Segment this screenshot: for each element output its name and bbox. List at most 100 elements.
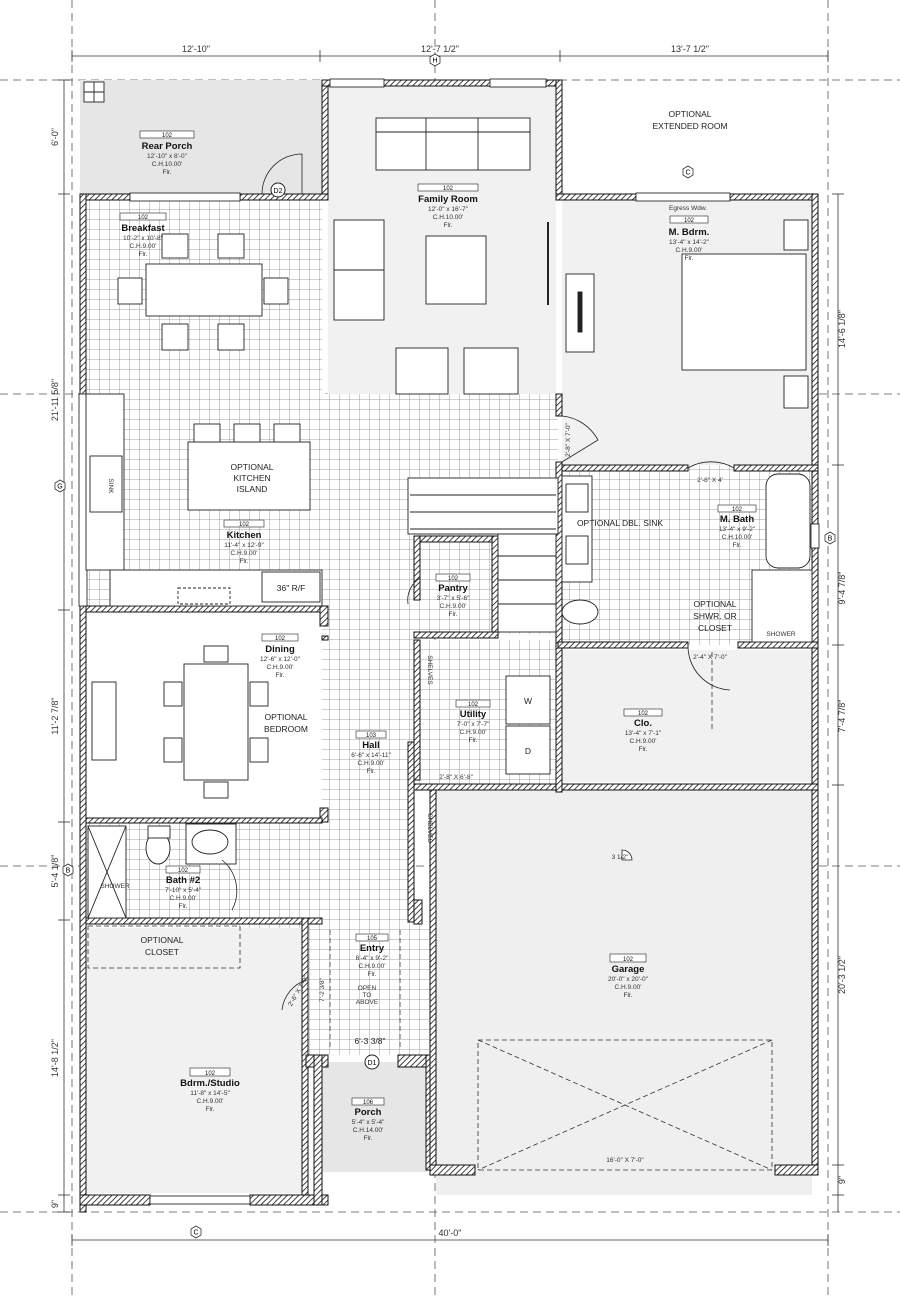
room-garage: 102 Garage 20'-0" x 20'-0" C.H.9.00' Flr… xyxy=(608,953,649,999)
dim-top-2: 12'-7 1/2" xyxy=(421,44,459,54)
doors xyxy=(221,153,735,1011)
svg-text:102: 102 xyxy=(205,1071,216,1077)
room-utility: 102 Utility 7'-0" x 7'-7" C.H.9.00' Flr. xyxy=(455,699,491,744)
svg-text:102: 102 xyxy=(178,868,189,874)
dim-left-4: 5'-4 1/8" xyxy=(50,855,60,888)
dim-top-3: 13'-7 1/2" xyxy=(671,44,709,54)
svg-text:102: 102 xyxy=(732,507,743,513)
hall-tile xyxy=(322,634,414,924)
dimension-lines xyxy=(58,50,844,1246)
svg-text:Flr.: Flr. xyxy=(366,768,375,775)
svg-text:10'-2" x 10'-8": 10'-2" x 10'-8" xyxy=(123,235,164,242)
svg-text:Family Room: Family Room xyxy=(418,194,478,205)
dim-left-3: 11'-2 7/8" xyxy=(50,697,60,734)
svg-text:Flr.: Flr. xyxy=(363,1135,372,1142)
dim-left-2: 21'-11 5/8" xyxy=(50,379,60,421)
open-note-2: TO xyxy=(363,992,372,999)
svg-text:12'-10" x 8'-0": 12'-10" x 8'-0" xyxy=(147,153,188,160)
svg-text:Garage: Garage xyxy=(612,964,645,975)
opt-bed-note-1: OPTIONAL xyxy=(265,712,308,722)
svg-text:C.H.9.00': C.H.9.00' xyxy=(170,895,197,902)
svg-text:Bdrm./Studio: Bdrm./Studio xyxy=(180,1078,240,1089)
svg-text:Flr.: Flr. xyxy=(468,737,477,744)
svg-text:102: 102 xyxy=(684,218,695,224)
room-porch: 106 Porch 5'-4" x 5'-4" C.H.14.00' Flr. xyxy=(352,1097,385,1142)
room-labels: 102 Rear Porch 12'-10" x 8'-0" C.H.10.00… xyxy=(119,130,757,1142)
svg-text:C: C xyxy=(193,1230,198,1237)
svg-text:20'-0" x 20'-0": 20'-0" x 20'-0" xyxy=(608,976,649,983)
svg-text:Flr.: Flr. xyxy=(443,222,452,229)
svg-text:105: 105 xyxy=(367,936,378,942)
svg-text:102: 102 xyxy=(275,636,286,642)
shwr-note-3: CLOSET xyxy=(698,623,732,633)
svg-text:G: G xyxy=(57,484,62,491)
dim-left-5: 14'-8 1/2" xyxy=(50,1039,60,1077)
svg-text:3'-7" x 5'-6": 3'-7" x 5'-6" xyxy=(437,595,470,602)
bedroom-floor xyxy=(86,928,306,1193)
room-entry: 105 Entry 6'-4" x 9'-2" C.H.9.00' Flr. xyxy=(356,933,389,978)
svg-text:102: 102 xyxy=(138,215,149,221)
dim-right-1: 14'-6 1/8" xyxy=(837,310,847,348)
svg-text:Utility: Utility xyxy=(460,709,487,720)
open-note-1: OPEN xyxy=(358,985,377,992)
svg-text:12'-6" x 12'-0": 12'-6" x 12'-0" xyxy=(260,656,301,663)
svg-text:C.H.9.00': C.H.9.00' xyxy=(440,603,467,610)
svg-text:Flr.: Flr. xyxy=(205,1106,214,1113)
svg-text:102: 102 xyxy=(162,133,173,139)
svg-text:Flr.: Flr. xyxy=(638,746,647,753)
walls xyxy=(79,79,819,1213)
grid-tag-ext: C xyxy=(682,165,694,179)
dim-right-2: 9'-4 7/8" xyxy=(837,572,847,605)
grid-tag-top: H xyxy=(429,53,441,67)
garage-door-note: 16'-0" X 7'-0" xyxy=(606,1157,644,1164)
svg-text:Flr.: Flr. xyxy=(684,255,693,262)
svg-text:102: 102 xyxy=(239,522,250,528)
svg-text:H: H xyxy=(432,58,437,65)
open-note-3: ABOVE xyxy=(356,999,379,1006)
shelves-note-1: SHELVES xyxy=(426,655,433,685)
svg-text:B: B xyxy=(66,868,71,875)
door-note-4: 2'-8" X 6'-8" xyxy=(439,774,474,781)
room-pantry: 102 Pantry 3'-7" x 5'-6" C.H.9.00' Flr. xyxy=(435,573,471,618)
rf-note: 36" R/F xyxy=(277,583,306,593)
svg-text:Flr.: Flr. xyxy=(162,169,171,176)
svg-text:C.H.9.00': C.H.9.00' xyxy=(615,984,642,991)
svg-text:13'-4" x 7'-1": 13'-4" x 7'-1" xyxy=(625,730,662,737)
grid-tag-bottom: C xyxy=(190,1225,202,1239)
island-note-1: OPTIONAL xyxy=(231,462,274,472)
dim-right-3: 7'-4 7/8" xyxy=(837,700,847,733)
svg-text:C.H.10.00': C.H.10.00' xyxy=(722,534,753,541)
svg-text:Flr.: Flr. xyxy=(239,558,248,565)
room-family: 102 Family Room 12'-0" x 16'-7" C.H.10.0… xyxy=(417,183,479,229)
dimension-labels: 12'-10" 12'-7 1/2" 13'-7 1/2" 40'-0" 6'-… xyxy=(50,44,847,1238)
door-d1-tag: D1 xyxy=(368,1060,377,1067)
svg-text:C.H.9.00': C.H.9.00' xyxy=(359,963,386,970)
room-breakfast: 102 Breakfast 10'-2" x 10'-8" C.H.9.00' … xyxy=(119,212,167,258)
door-tags: D2 D1 xyxy=(270,182,380,1070)
svg-text:Flr.: Flr. xyxy=(275,672,284,679)
dim-top-1: 12'-10" xyxy=(182,44,210,54)
svg-text:C.H.9.00': C.H.9.00' xyxy=(676,247,703,254)
dim-left-6: 9" xyxy=(50,1200,60,1208)
svg-text:11'-4" x 12'-9": 11'-4" x 12'-9" xyxy=(224,542,264,549)
room-bedroom: 102 Bdrm./Studio 11'-8" x 14'-5" C.H.9.0… xyxy=(180,1067,240,1113)
room-dining: 102 Dining 12'-6" x 12'-0" C.H.9.00' Flr… xyxy=(260,633,301,679)
step-note: 3 1/2" xyxy=(612,854,629,861)
svg-text:Pantry: Pantry xyxy=(438,583,468,594)
windows xyxy=(78,78,820,1205)
notes: OPTIONAL EXTENDED ROOM Egress Wdw. OPTIO… xyxy=(100,109,796,1164)
door-note-2: 2'-8" X 4' xyxy=(697,477,723,484)
svg-text:Kitchen: Kitchen xyxy=(227,530,262,541)
island-note-3: ISLAND xyxy=(237,484,268,494)
svg-text:5'-4" x 5'-4": 5'-4" x 5'-4" xyxy=(352,1119,385,1126)
svg-text:M. Bdrm.: M. Bdrm. xyxy=(669,227,710,238)
dbl-sink-note: OPTIONAL DBL. SINK xyxy=(577,518,663,528)
washer-label: W xyxy=(524,696,532,706)
ext-room-note-2: EXTENDED ROOM xyxy=(652,121,727,131)
svg-text:Dining: Dining xyxy=(265,644,295,655)
room-master: 102 M. Bdrm. 13'-4" x 14'-2" C.H.9.00' F… xyxy=(669,215,710,262)
dim-left-1: 6'-0" xyxy=(50,128,60,146)
room-kitchen: 102 Kitchen 11'-4" x 12'-9" C.H.9.00' Fl… xyxy=(223,519,264,565)
svg-text:Breakfast: Breakfast xyxy=(121,223,165,234)
